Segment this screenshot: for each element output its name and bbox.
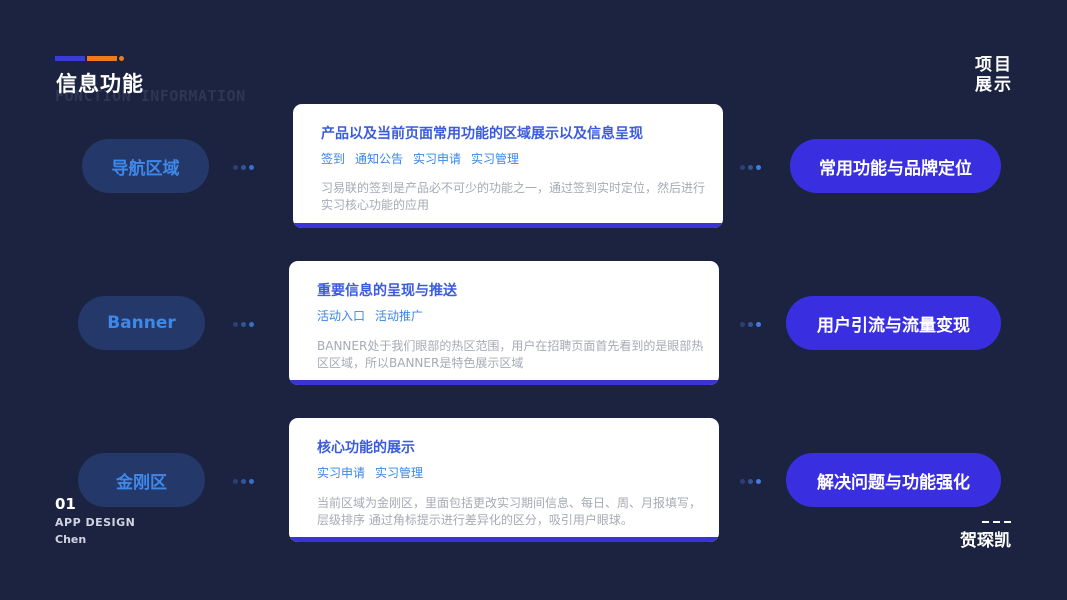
info-card[interactable]: 产品以及当前页面常用功能的区域展示以及信息呈现 签到 通知公告 实习申请 实习管… — [293, 104, 723, 228]
connector-dots — [740, 478, 761, 484]
info-card[interactable]: 重要信息的呈现与推送 活动入口 活动推广 BANNER处于我们眼部的热区范围，用… — [289, 261, 719, 385]
info-card[interactable]: 核心功能的展示 实习申请 实习管理 当前区域为金刚区，里面包括更改实习期间信息、… — [289, 418, 719, 542]
left-pill-nav-area[interactable]: 导航区域 — [82, 139, 209, 193]
connector-dots — [740, 164, 761, 170]
tag[interactable]: 实习管理 — [375, 466, 424, 480]
card-title: 重要信息的呈现与推送 — [317, 283, 457, 299]
card-tags: 活动入口 活动推广 — [317, 307, 423, 324]
tag[interactable]: 活动推广 — [375, 309, 424, 323]
connector-dots — [233, 164, 254, 170]
tag[interactable]: 活动入口 — [317, 309, 366, 323]
corner-label-line: 项目 — [975, 55, 1013, 75]
tag[interactable]: 实习管理 — [471, 152, 520, 166]
tag[interactable]: 实习申请 — [413, 152, 462, 166]
card-bottom-bar — [289, 380, 719, 385]
page-title: 信息功能 — [56, 72, 144, 96]
right-pill-solve[interactable]: 解决问题与功能强化 — [786, 453, 1001, 507]
card-description: BANNER处于我们眼部的热区范围，用户在招聘页面首先看到的是眼部热区区域，所以… — [317, 339, 704, 370]
corner-label-line: 展示 — [975, 75, 1013, 95]
corner-label: 项目展示 — [975, 55, 1015, 95]
left-pill-kingkong[interactable]: 金刚区 — [78, 453, 205, 507]
card-tags: 签到 通知公告 实习申请 实习管理 — [321, 150, 519, 167]
card-title: 产品以及当前页面常用功能的区域展示以及信息呈现 — [321, 126, 643, 142]
tag[interactable]: 通知公告 — [355, 152, 404, 166]
tag[interactable]: 签到 — [321, 152, 346, 166]
card-bottom-bar — [293, 223, 723, 228]
right-pill-brand[interactable]: 常用功能与品牌定位 — [790, 139, 1001, 193]
card-bottom-bar — [289, 537, 719, 542]
card-description: 当前区域为金刚区，里面包括更改实习期间信息、每日、周、月报填写，层级排序 通过角… — [317, 496, 702, 527]
card-description: 习易联的签到是产品必不可少的功能之一，通过签到实时定位，然后进行实习核心功能的应… — [321, 181, 706, 212]
app-design-label: APP DESIGN — [55, 516, 136, 529]
card-title: 核心功能的展示 — [317, 440, 415, 456]
card-tags: 实习申请 实习管理 — [317, 464, 423, 481]
connector-dots — [740, 321, 761, 327]
page-number: 01 — [55, 495, 76, 513]
author-label: Chen — [55, 533, 87, 546]
connector-dots — [233, 478, 254, 484]
tag[interactable]: 实习申请 — [317, 466, 366, 480]
left-pill-banner[interactable]: Banner — [78, 296, 205, 350]
page-subtitle: FUNCTION INFORMATION — [55, 87, 246, 105]
designer-name: 贺琛凯 — [960, 531, 1011, 551]
decorative-dashes — [982, 521, 1011, 523]
right-pill-traffic[interactable]: 用户引流与流量变现 — [786, 296, 1001, 350]
connector-dots — [233, 321, 254, 327]
